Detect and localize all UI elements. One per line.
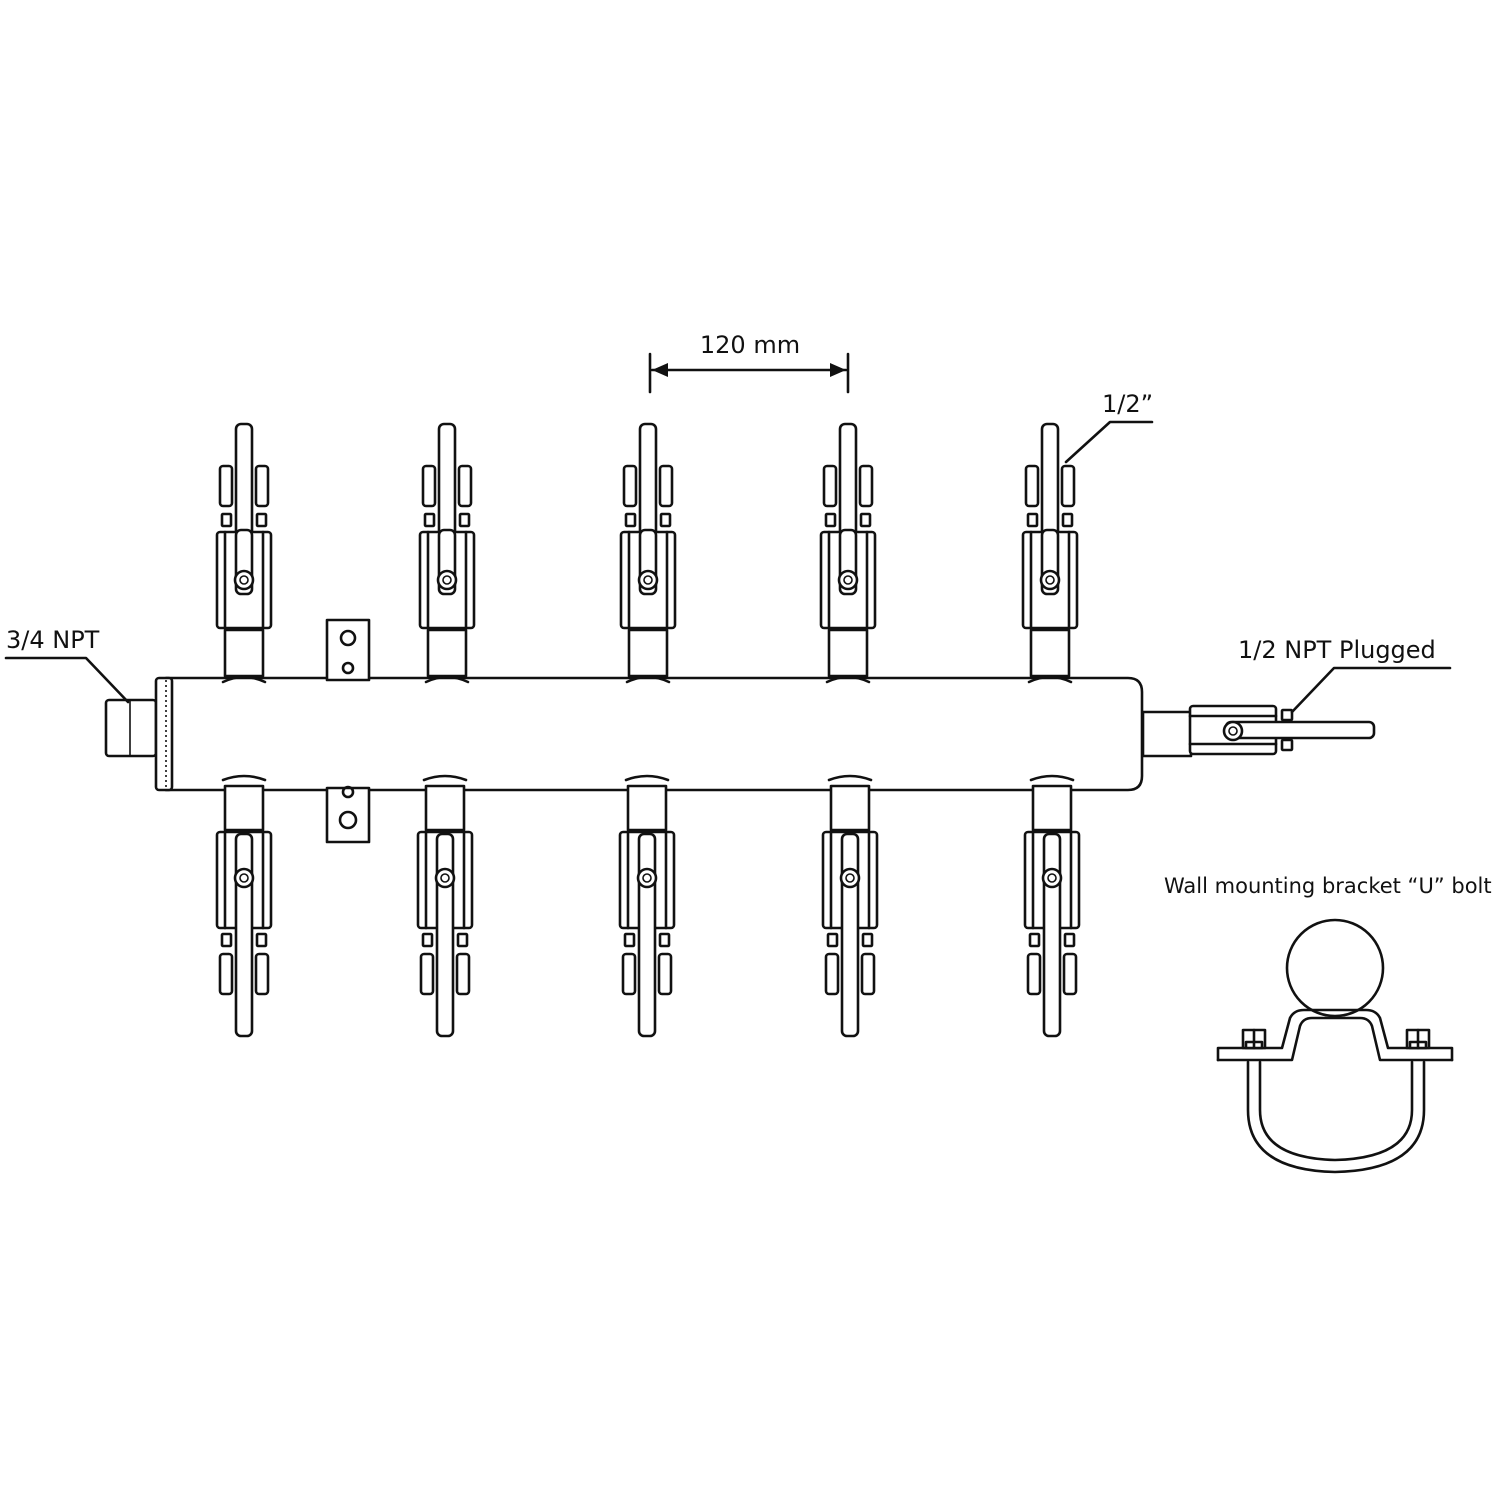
outlet-valve-top [418,422,476,684]
outlet-size-label: 1/2” [1102,390,1153,418]
pipe-section-icon [1285,918,1385,1018]
bracket-caption: Wall mounting bracket “U” bolt [1164,874,1492,898]
outlet-valve-bottom [416,774,474,1038]
inlet-callout: 3/4 NPT [4,626,130,704]
outlet-valve-bottom [1023,774,1081,1038]
header-mount-bracket-top [325,618,371,682]
outlet-size-callout: 1/2” [1064,390,1154,464]
outlet-valve-bottom [618,774,676,1038]
nut-icon [1241,1028,1267,1050]
header-mount-bracket-bottom [325,785,371,844]
nut-icon [1405,1028,1431,1050]
end-port-callout: 1/2 NPT Plugged [1238,636,1452,714]
plugged-end-valve [1141,704,1376,758]
outlet-valve-bottom [215,774,273,1038]
manifold-header [164,676,1144,792]
outlet-valve-bottom [821,774,879,1038]
outlet-valve-top [215,422,273,684]
outlet-valve-top [1021,422,1079,684]
outlet-valve-top [619,422,677,684]
outlet-valve-top [819,422,877,684]
spacing-dimension: 120 mm [648,331,850,394]
end-port-label: 1/2 NPT Plugged [1238,636,1436,664]
u-bolt-bracket-detail: Wall mounting bracket “U” bolt [1164,874,1492,1174]
inlet-fitting [104,676,174,792]
inlet-label: 3/4 NPT [6,626,100,654]
spacing-label: 120 mm [700,331,800,359]
